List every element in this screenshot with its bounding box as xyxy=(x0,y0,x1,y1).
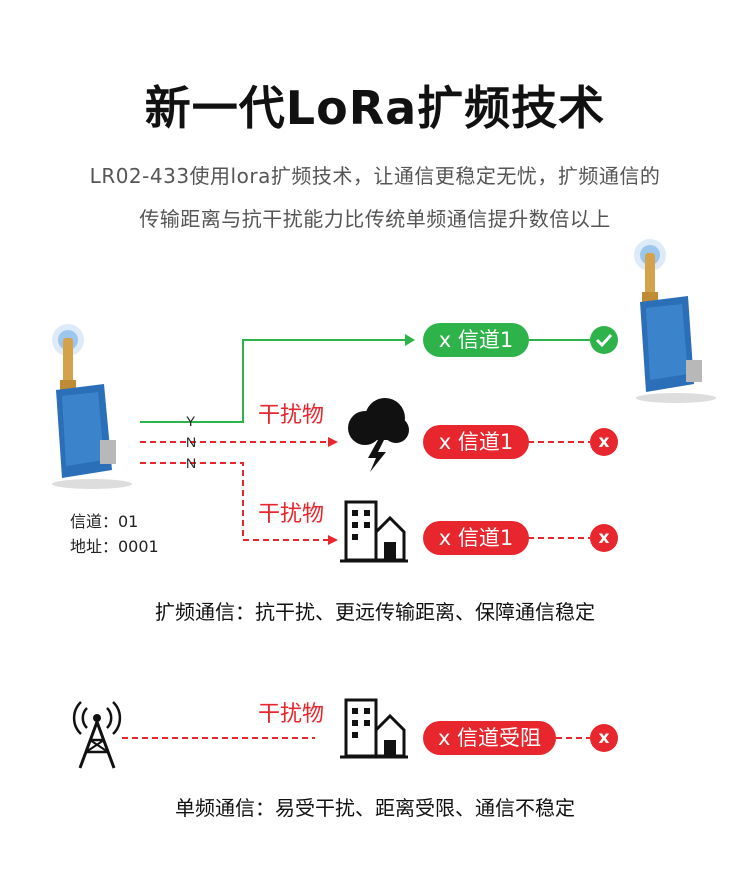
interference-label-building: 干扰物 xyxy=(258,502,325,527)
lora-module-icon xyxy=(52,324,132,489)
building-icon xyxy=(340,500,408,563)
channel-pill-blocked-single: x 信道受阻 xyxy=(423,721,556,755)
channel-pill-blocked: x 信道1 xyxy=(423,425,529,459)
channel-info: 信道：01 xyxy=(70,512,139,531)
x-icon: x xyxy=(590,428,618,456)
x-icon: x xyxy=(590,724,618,752)
spread-caption: 扩频通信：抗干扰、更远传输距离、保障通信稳定 xyxy=(155,600,595,624)
interference-label-single: 干扰物 xyxy=(258,702,325,727)
branch-label-y: Y xyxy=(186,413,196,429)
storm-cloud-icon xyxy=(348,398,409,472)
radio-tower-icon xyxy=(72,701,122,769)
branch-label-n2: N xyxy=(186,455,197,471)
lora-module-icon-right xyxy=(634,239,716,403)
building-icon-bottom xyxy=(340,698,408,759)
channel-pill-blocked: x 信道1 xyxy=(423,521,529,555)
subtitle-line-1: LR02-433使用lora扩频技术，让通信更稳定无忧，扩频通信的 xyxy=(89,164,661,188)
x-icon: x xyxy=(590,524,618,552)
interference-label-storm: 干扰物 xyxy=(258,403,325,428)
page-title: 新一代LoRa扩频技术 xyxy=(144,81,606,135)
single-caption: 单频通信：易受干扰、距离受限、通信不稳定 xyxy=(175,796,575,820)
branch-label-n1: N xyxy=(186,434,197,450)
check-icon xyxy=(590,326,618,354)
subtitle-line-2: 传输距离与抗干扰能力比传统单频通信提升数倍以上 xyxy=(139,207,611,231)
channel-pill-ok: x 信道1 xyxy=(423,323,529,357)
address-info: 地址：0001 xyxy=(70,537,159,556)
